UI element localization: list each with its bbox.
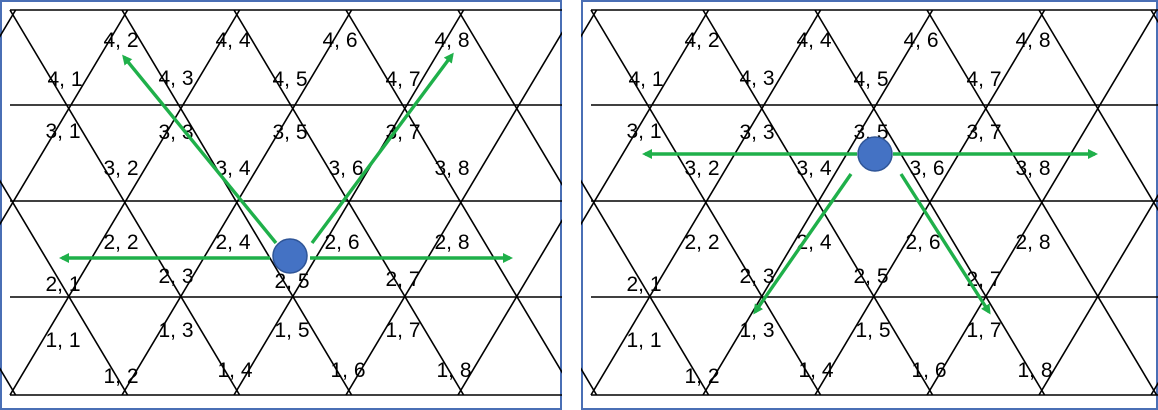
- cell-labels: 4, 1 4, 2 4, 3 4, 4 4, 5 4, 6 4, 7 4, 8 3, 1 3, 2…: [45, 29, 471, 388]
- cell-label: 2, 7: [385, 268, 420, 291]
- cell-label: 3, 7: [385, 121, 420, 144]
- cell-label: 3, 6: [909, 157, 944, 180]
- cell-label: 4, 1: [47, 68, 82, 91]
- cell-label: 3, 3: [158, 121, 193, 144]
- cell-label: 2, 2: [684, 231, 719, 254]
- cell-label: 4, 4: [215, 29, 250, 52]
- cell-label: 2, 8: [434, 231, 469, 254]
- cell-label: 2, 7: [966, 268, 1001, 291]
- cell-label: 1, 6: [911, 359, 946, 382]
- cell-label: 4, 6: [322, 29, 357, 52]
- grid-diagonal-rising: [345, 31, 562, 396]
- grid-diagonal-falling: [233, 9, 465, 396]
- move-arrows: [59, 52, 513, 263]
- cell-label: 1, 8: [1017, 359, 1052, 382]
- cell-label: 4, 3: [158, 67, 193, 90]
- move-arrows: [642, 149, 1098, 315]
- cell-label: 2, 1: [626, 273, 661, 296]
- arrow-to-cell: [753, 173, 853, 315]
- panel-frame: [581, 0, 1158, 410]
- cell-label: 1, 1: [45, 329, 80, 352]
- grid-diagonal-rising: [457, 219, 562, 396]
- cell-label: 1, 2: [684, 365, 719, 388]
- cell-labels: 4, 1 4, 2 4, 3 4, 4 4, 5 4, 6 4, 7 4, 8 3, 1 3, 2…: [626, 29, 1052, 388]
- grid-lines: [0, 9, 562, 396]
- position-marker: [857, 136, 893, 172]
- cell-label: 2, 2: [103, 231, 138, 254]
- cell-label: 2, 4: [215, 231, 250, 254]
- left-triangle-grid: 4, 1 4, 2 4, 3 4, 4 4, 5 4, 6 4, 7 4, 8 3, 1 3, 2…: [0, 0, 562, 410]
- cell-label: 3, 2: [684, 157, 719, 180]
- cell-label: 1, 3: [739, 319, 774, 342]
- cell-label: 4, 8: [1015, 29, 1050, 52]
- cell-label: 3, 8: [434, 157, 469, 180]
- cell-label: 3, 4: [215, 157, 250, 180]
- left-triangle-grid-panel: 4, 1 4, 2 4, 3 4, 4 4, 5 4, 6 4, 7 4, 8 3, 1 3, 2…: [0, 0, 562, 410]
- arrow-to-cell: [899, 173, 991, 315]
- position-marker: [272, 238, 308, 274]
- cell-label: 3, 7: [966, 121, 1001, 144]
- cell-label: 4, 3: [739, 67, 774, 90]
- cell-label: 4, 6: [903, 29, 938, 52]
- cell-label: 3, 1: [45, 120, 80, 143]
- grid-diagonal-rising: [1038, 193, 1158, 396]
- cell-label: 1, 4: [798, 359, 833, 382]
- cell-label: 3, 6: [328, 157, 363, 180]
- arrow-to-cell: [310, 52, 454, 245]
- grid-lines: [581, 9, 1158, 396]
- cell-label: 2, 6: [905, 231, 940, 254]
- cell-label: 3, 5: [272, 121, 307, 144]
- cell-label: 2, 6: [324, 231, 359, 254]
- grid-diagonal-falling: [926, 9, 1158, 396]
- cell-label: 2, 8: [1015, 231, 1050, 254]
- cell-label: 1, 2: [103, 365, 138, 388]
- cell-label: 4, 7: [385, 68, 420, 91]
- cell-label: 4, 4: [796, 29, 831, 52]
- cell-label: 3, 1: [626, 120, 661, 143]
- cell-label: 2, 3: [158, 265, 193, 288]
- cell-label: 4, 5: [853, 68, 888, 91]
- cell-label: 2, 5: [853, 265, 888, 288]
- grid-diagonal-falling: [457, 9, 562, 186]
- cell-label: 1, 4: [217, 359, 252, 382]
- grid-diagonal-falling: [0, 179, 129, 396]
- cell-label: 4, 7: [966, 68, 1001, 91]
- cell-label: 4, 2: [103, 29, 138, 52]
- cell-label: 4, 2: [684, 29, 719, 52]
- cell-label: 4, 8: [434, 29, 469, 52]
- grid-diagonal-falling: [702, 9, 934, 396]
- cell-label: 1, 6: [330, 359, 365, 382]
- panel-frame: [0, 0, 562, 410]
- cell-label: 1, 7: [385, 319, 420, 342]
- cell-label: 1, 3: [158, 319, 193, 342]
- cell-label: 1, 8: [436, 359, 471, 382]
- grid-diagonal-falling: [1038, 9, 1158, 212]
- cell-label: 1, 1: [626, 329, 661, 352]
- right-triangle-grid-panel: 4, 1 4, 2 4, 3 4, 4 4, 5 4, 6 4, 7 4, 8 3, 1 3, 2…: [581, 0, 1158, 410]
- cell-label: 4, 5: [272, 68, 307, 91]
- cell-label: 2, 5: [274, 270, 309, 293]
- grid-diagonal-falling: [590, 9, 822, 396]
- cell-label: 1, 5: [855, 319, 890, 342]
- cell-label: 1, 5: [274, 319, 309, 342]
- cell-label: 3, 3: [739, 121, 774, 144]
- cell-label: 2, 1: [45, 273, 80, 296]
- grid-diagonal-falling: [121, 9, 353, 396]
- grid-diagonal-falling: [345, 9, 562, 374]
- cell-label: 3, 8: [1015, 157, 1050, 180]
- grid-diagonal-falling: [581, 179, 710, 396]
- cell-label: 2, 3: [739, 265, 774, 288]
- cell-label: 3, 2: [103, 157, 138, 180]
- cell-label: 3, 4: [796, 157, 831, 180]
- cell-label: 1, 7: [966, 319, 1001, 342]
- cell-label: 4, 1: [628, 68, 663, 91]
- right-triangle-grid: 4, 1 4, 2 4, 3 4, 4 4, 5 4, 6 4, 7 4, 8 3, 1 3, 2…: [581, 0, 1158, 410]
- arrow-to-cell: [122, 54, 278, 245]
- grid-diagonal-falling: [814, 9, 1046, 396]
- grid-diagonal-falling: [9, 9, 241, 396]
